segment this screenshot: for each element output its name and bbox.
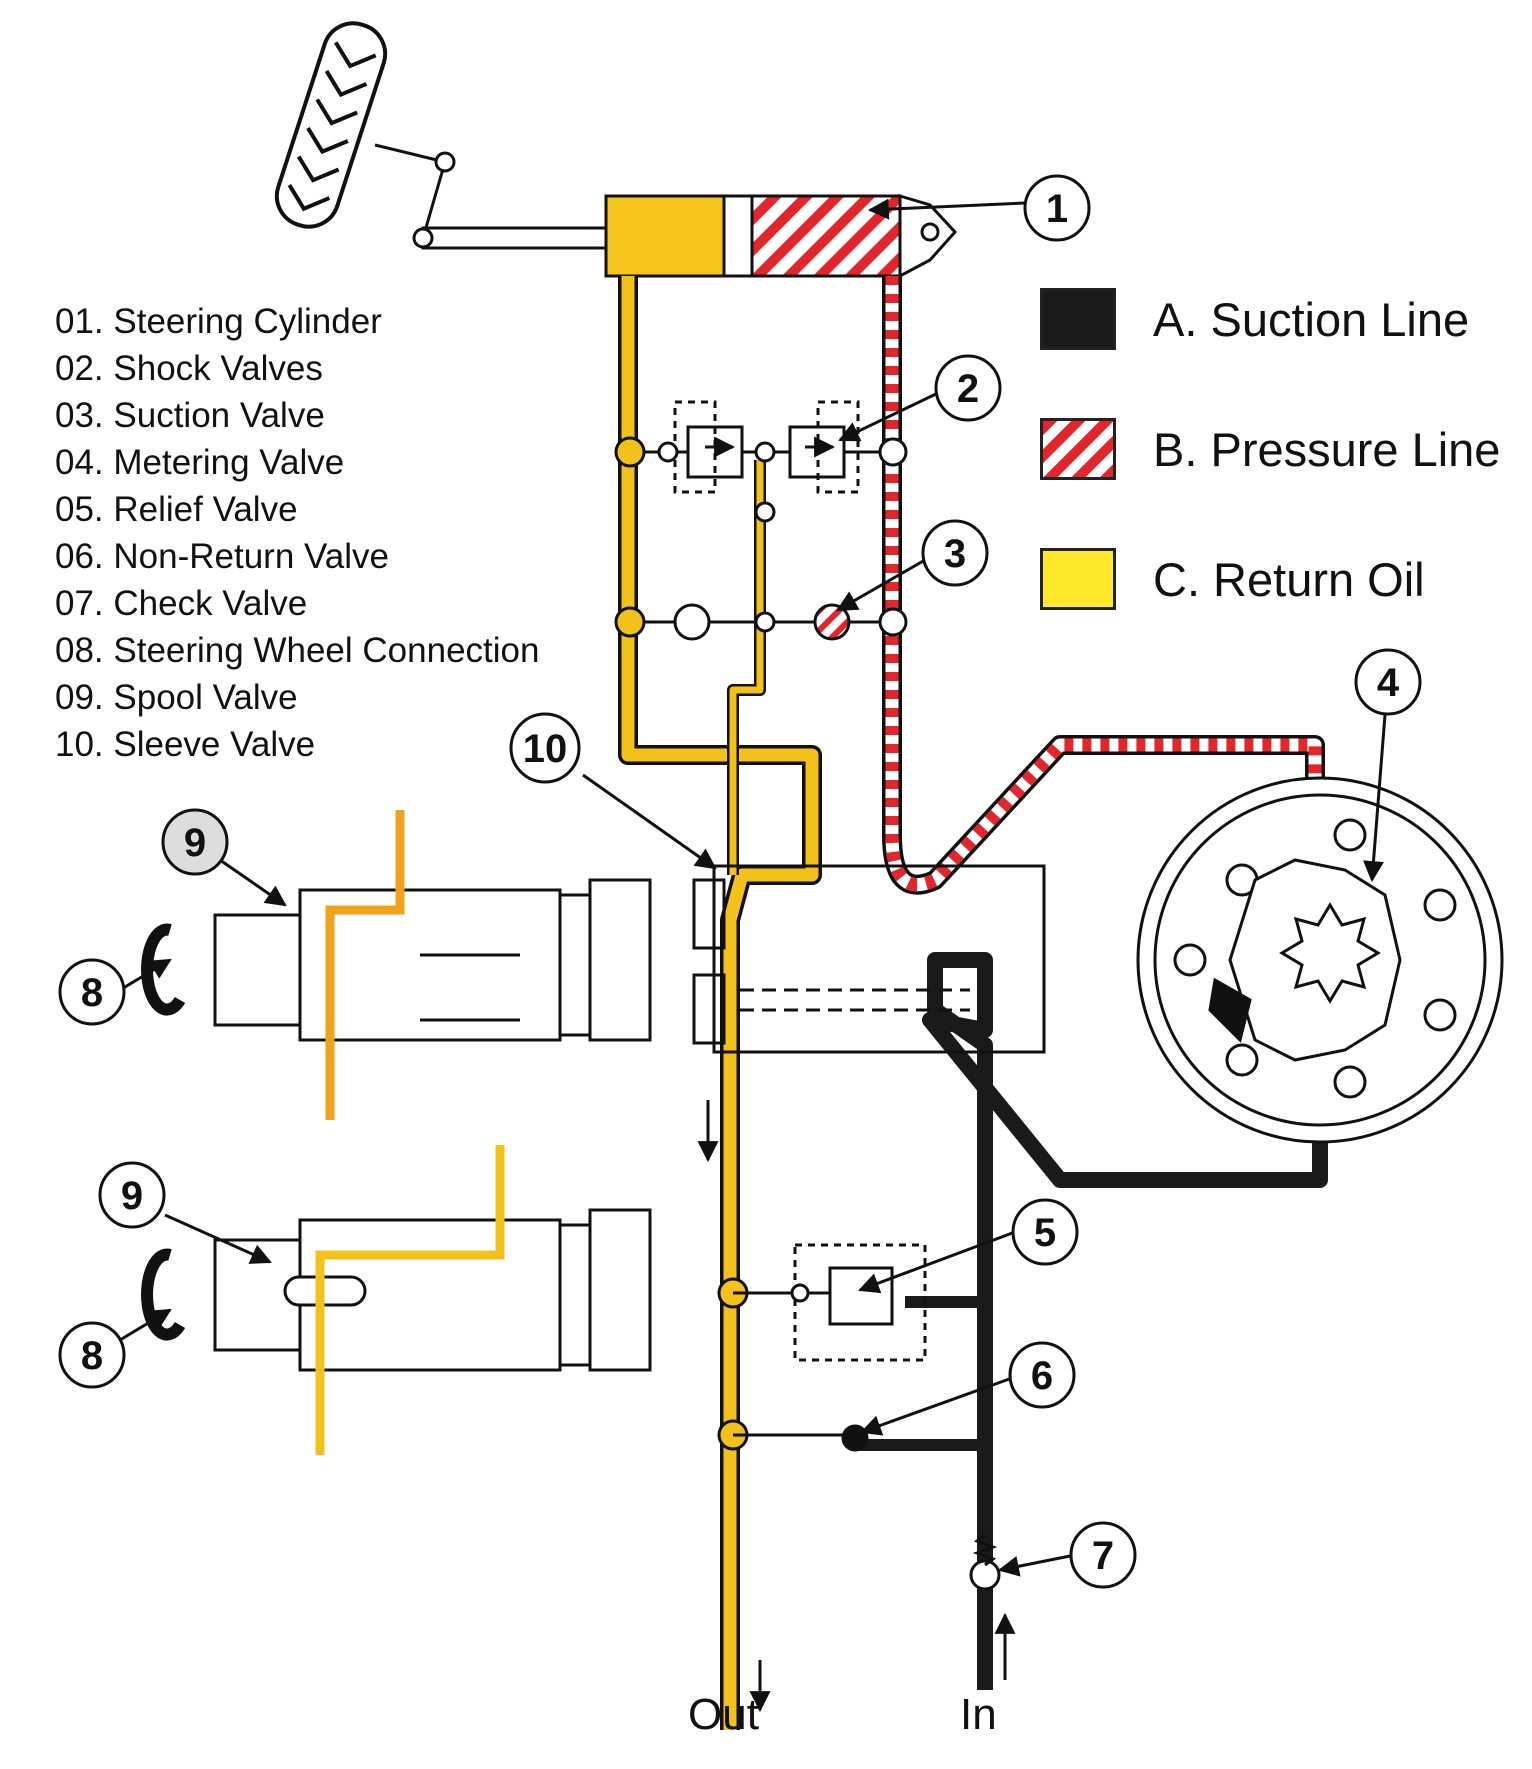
callout-7: 7	[1069, 1521, 1137, 1589]
legend-label: A. Suction Line	[1153, 293, 1470, 346]
parts-list: 01. Steering Cylinder 02. Shock Valves 0…	[55, 298, 539, 768]
callout-5: 5	[1011, 1198, 1079, 1266]
callout-9-upper: 9	[161, 808, 229, 876]
legend-label: C. Return Oil	[1153, 553, 1425, 606]
svg-text:1: 1	[1046, 187, 1068, 231]
parts-list-item: 10. Sleeve Valve	[55, 725, 316, 764]
parts-list-item: 05. Relief Valve	[55, 490, 298, 529]
return-oil-lines	[618, 276, 822, 1730]
svg-text:6: 6	[1031, 1354, 1053, 1398]
control-valve-body	[692, 864, 1046, 1054]
svg-text:9: 9	[184, 821, 206, 865]
svg-text:5: 5	[1034, 1211, 1056, 1255]
parts-list-item: 08. Steering Wheel Connection	[55, 631, 540, 670]
parts-list-item: 04. Metering Valve	[55, 443, 345, 482]
non-return-valve	[733, 1424, 869, 1452]
svg-text:3: 3	[944, 532, 966, 576]
parts-list-item: 07. Check Valve	[55, 584, 308, 623]
parts-list-item: 06. Non-Return Valve	[55, 537, 389, 576]
svg-text:4: 4	[1377, 661, 1400, 705]
shock-valves	[628, 400, 908, 624]
legend-label: B. Pressure Line	[1153, 423, 1501, 476]
check-valve	[969, 1533, 1001, 1591]
svg-text:8: 8	[81, 1334, 103, 1378]
callout-8-lower: 8	[58, 1321, 126, 1389]
callout-1: 1	[1023, 174, 1091, 242]
callout-leaders	[119, 198, 1387, 1577]
legend-swatch-return	[1040, 548, 1116, 610]
flow-arrows	[697, 1100, 1016, 1713]
svg-text:10: 10	[523, 727, 568, 771]
svg-text:9: 9	[121, 1174, 143, 1218]
callout-9-lower: 9	[98, 1161, 166, 1229]
metering-valve	[1136, 776, 1504, 1144]
callout-2: 2	[934, 354, 1002, 422]
parts-list-item: 02. Shock Valves	[55, 349, 323, 388]
pressure-lines	[882, 276, 1325, 895]
spool-detail-lower	[141, 1145, 652, 1455]
parts-list-item: 09. Spool Valve	[55, 678, 298, 717]
out-label: Out	[688, 1690, 759, 1739]
in-label: In	[960, 1690, 997, 1739]
callout-10: 10	[509, 712, 581, 784]
legend-swatch-pressure	[1040, 418, 1116, 480]
suction-lines	[855, 952, 1328, 1690]
parts-list-item: 03. Suction Valve	[55, 396, 325, 435]
svg-text:7: 7	[1092, 1534, 1114, 1578]
callout-8-upper: 8	[58, 958, 126, 1026]
relief-valve	[733, 1243, 927, 1362]
callout-3: 3	[921, 519, 989, 587]
callout-6: 6	[1008, 1341, 1076, 1409]
parts-list-item: 01. Steering Cylinder	[55, 302, 382, 341]
svg-text:8: 8	[81, 971, 103, 1015]
suction-valve	[673, 603, 908, 641]
svg-text:2: 2	[957, 367, 979, 411]
callout-4: 4	[1354, 648, 1422, 716]
wheel-icon	[274, 21, 388, 229]
legend-swatch-suction	[1040, 288, 1116, 350]
spool-detail-upper	[141, 810, 652, 1120]
